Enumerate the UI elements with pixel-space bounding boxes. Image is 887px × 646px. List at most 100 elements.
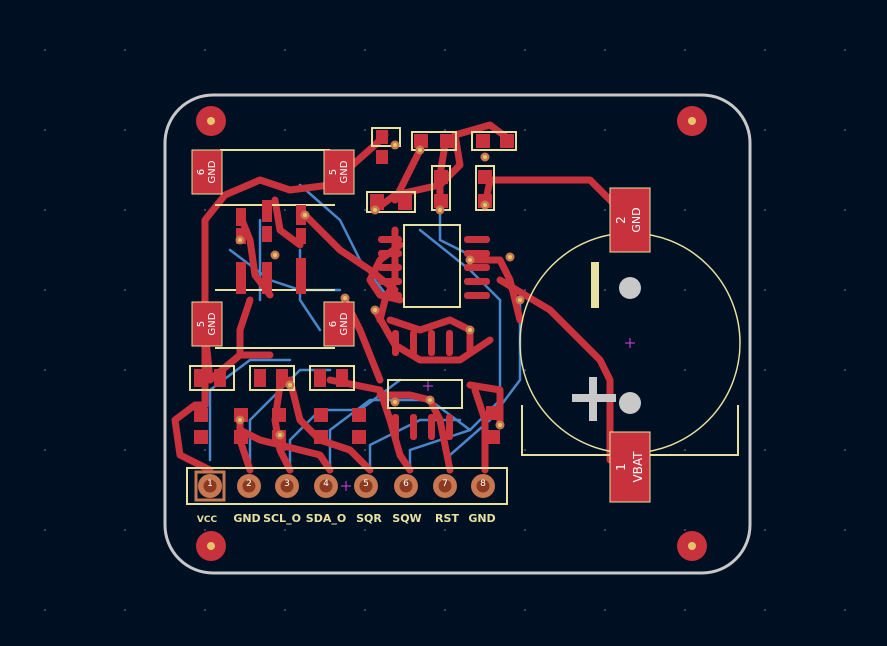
grid-dot [844, 129, 846, 131]
grid-dot [284, 529, 286, 531]
connector-pin-number: 3 [284, 479, 290, 489]
grid-dot [284, 49, 286, 51]
grid-dot [764, 129, 766, 131]
grid-dot [124, 49, 126, 51]
via-drill [468, 328, 472, 332]
ic-pad-net-1: GND [339, 160, 350, 183]
connector-pin-number: 6 [403, 479, 409, 489]
grid-dot [44, 369, 46, 371]
via-drill [393, 143, 397, 147]
connector-label: VCC [197, 515, 218, 525]
grid-dot [844, 209, 846, 211]
grid-dot [204, 49, 206, 51]
grid-dot [764, 449, 766, 451]
via-drill [518, 298, 522, 302]
ic-pad-net-0: GND [207, 160, 218, 183]
via-drill [428, 398, 432, 402]
connector-pin-number: 7 [442, 479, 448, 489]
grid-dot [124, 449, 126, 451]
battery-pad-num-1: 1 [614, 463, 628, 471]
grid-dot [124, 129, 126, 131]
grid-dot [684, 289, 686, 291]
grid-dot [604, 609, 606, 611]
via-drill [508, 255, 512, 259]
grid-dot [844, 529, 846, 531]
battery-pad-net-gnd: GND [630, 207, 643, 232]
connector-pin-number: 2 [246, 479, 252, 489]
connector-pin-drill [476, 479, 490, 493]
via-drill [438, 208, 442, 212]
connector-pin-drill [399, 479, 413, 493]
via-drill [483, 155, 487, 159]
grid-dot [284, 129, 286, 131]
grid-dot [684, 529, 686, 531]
grid-dot [524, 209, 526, 211]
via-drill [273, 253, 277, 257]
connector-pin-number: 4 [323, 479, 329, 489]
ic-pad-num-2: 5 [196, 321, 207, 327]
connector-pin-number: 1 [207, 479, 213, 489]
grid-dot [364, 529, 366, 531]
connector-label: RST [435, 512, 459, 525]
grid-dot [44, 529, 46, 531]
grid-dot [684, 209, 686, 211]
connector-label: GND [468, 512, 495, 525]
grid-dot [44, 209, 46, 211]
board-outline [163, 93, 752, 575]
grid-dot [124, 209, 126, 211]
vias [235, 140, 525, 440]
grid-dot [204, 209, 206, 211]
grid-dot [604, 129, 606, 131]
via-drill [373, 208, 377, 212]
grid-dot [284, 609, 286, 611]
battery-hole-top [619, 277, 641, 299]
grid-dot [524, 49, 526, 51]
grid-dot [364, 129, 366, 131]
connector-label: SDA_O [306, 512, 346, 525]
grid-dot [364, 49, 366, 51]
connector-label: GND [233, 512, 260, 525]
via-drill [393, 400, 397, 404]
ic-pad-num-0: 6 [196, 169, 207, 175]
grid-dot [364, 609, 366, 611]
ic-pad-num-1: 5 [328, 169, 339, 175]
ic-pad-num-3: 6 [328, 321, 339, 327]
grid-dot [524, 609, 526, 611]
grid-dot [44, 49, 46, 51]
grid-dot [604, 49, 606, 51]
via-drill [238, 238, 242, 242]
grid-dot [684, 49, 686, 51]
ic-pad-net-3: GND [339, 312, 350, 335]
grid-dot [204, 529, 206, 531]
grid-dots [44, 49, 846, 611]
grid-dot [44, 449, 46, 451]
grid-dot [764, 529, 766, 531]
ic-pad-labels: 6 GND 5 GND 5 GND 6 GND [196, 160, 350, 335]
ic-pad-net-2: GND [207, 312, 218, 335]
grid-dot [764, 609, 766, 611]
grid-dot [524, 449, 526, 451]
grid-dot [604, 289, 606, 291]
connector-pin-drill [280, 479, 294, 493]
grid-dot [444, 129, 446, 131]
connector-pin-number: 5 [363, 479, 369, 489]
battery-pad-num-2: 2 [614, 216, 628, 224]
grid-dot [844, 289, 846, 291]
grid-dot [364, 449, 366, 451]
grid-dot [844, 49, 846, 51]
grid-dot [524, 129, 526, 131]
via-drill [238, 418, 242, 422]
grid-dot [124, 609, 126, 611]
grid-dot [44, 289, 46, 291]
via-drill [418, 148, 422, 152]
battery-hole-bottom [619, 392, 641, 414]
via-drill [343, 296, 347, 300]
grid-dot [444, 609, 446, 611]
grid-dot [844, 369, 846, 371]
via-drill [483, 203, 487, 207]
grid-dot [124, 289, 126, 291]
